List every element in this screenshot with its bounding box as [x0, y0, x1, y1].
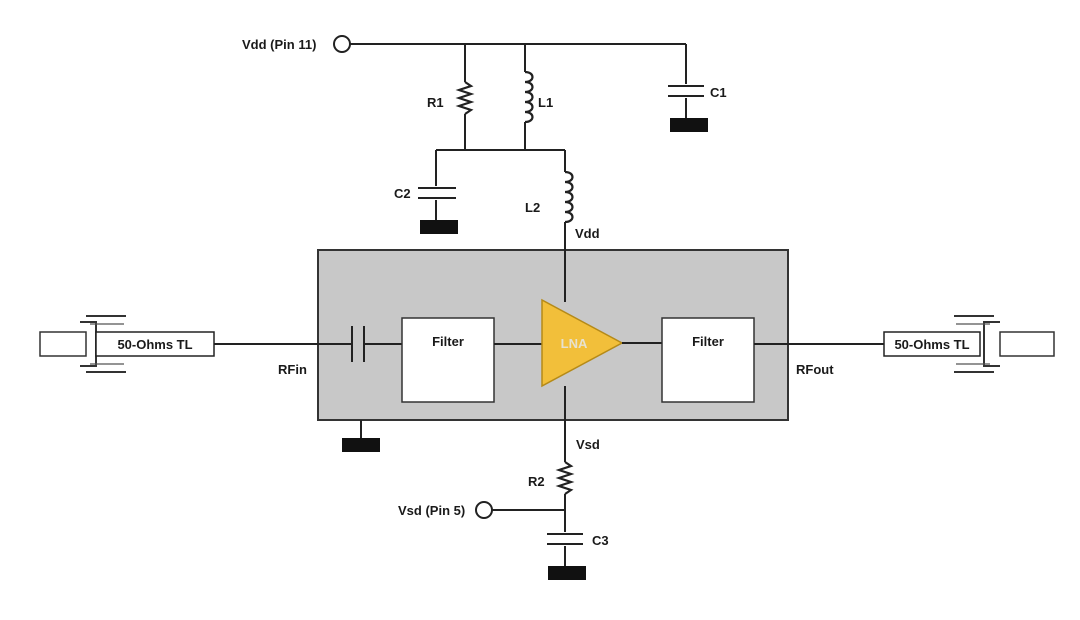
- left-coax-connector: [39, 315, 215, 373]
- c1-label: C1: [710, 85, 727, 100]
- l2-inductor: [564, 170, 574, 224]
- right-coax-connector: [883, 315, 1055, 373]
- l1-inductor: [524, 70, 534, 124]
- input-filter-box: [401, 317, 495, 403]
- l2-label: L2: [525, 200, 540, 215]
- tl-right-label: 50-Ohms TL: [894, 337, 969, 352]
- r2-label: R2: [528, 474, 545, 489]
- r2-resistor: [555, 461, 575, 495]
- module-ground: [342, 438, 380, 452]
- output-filter-box: [661, 317, 755, 403]
- c3-plates: [547, 533, 583, 545]
- vsd-pin-label: Vsd (Pin 5): [398, 503, 465, 518]
- output-filter-label: Filter: [692, 334, 724, 349]
- c2-ground: [420, 220, 458, 234]
- r1-resistor: [455, 81, 475, 115]
- lna-amplifier: [541, 298, 624, 388]
- c2-plates: [418, 187, 456, 199]
- vsd-label: Vsd: [576, 437, 600, 452]
- lna-label: LNA: [561, 336, 588, 351]
- tl-left-label: 50-Ohms TL: [117, 337, 192, 352]
- c2-label: C2: [394, 186, 411, 201]
- input-filter-label: Filter: [432, 334, 464, 349]
- c1-plates: [668, 85, 704, 97]
- r1-label: R1: [427, 95, 444, 110]
- vsd-pin-terminal: [475, 501, 493, 519]
- vdd-pin-terminal: [333, 35, 351, 53]
- l1-label: L1: [538, 95, 553, 110]
- vdd-pin-label: Vdd (Pin 11): [242, 37, 316, 52]
- rfin-label: RFin: [278, 362, 307, 377]
- c3-label: C3: [592, 533, 609, 548]
- vdd-label: Vdd: [575, 226, 600, 241]
- rfout-label: RFout: [796, 362, 834, 377]
- c3-ground: [548, 566, 586, 580]
- c1-ground: [670, 118, 708, 132]
